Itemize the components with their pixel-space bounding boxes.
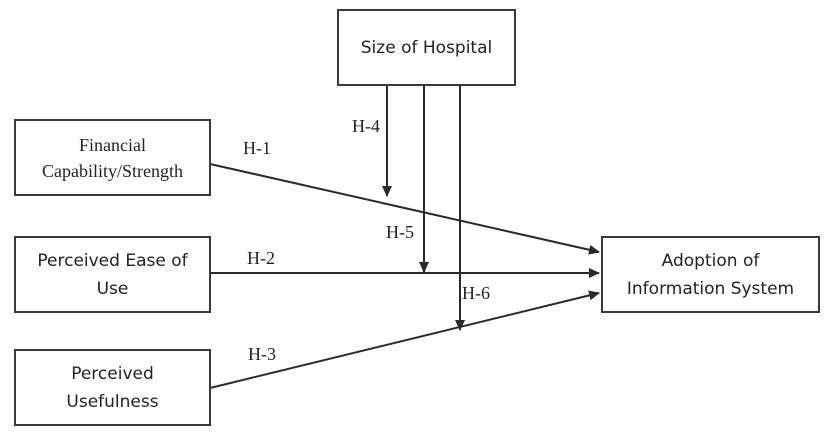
- size-of-hospital-box: Size of Hospital: [337, 9, 516, 86]
- perceived-ease-of-use-label-line2: Use: [96, 278, 129, 299]
- financial-capability-label-line2: Capability/Strength: [42, 160, 183, 181]
- adoption-label-line1: Adoption of: [661, 250, 760, 271]
- financial-capability-box: Financial Capability/Strength: [14, 119, 211, 196]
- h2-label: H-2: [247, 248, 275, 268]
- perceived-usefulness-box: Perceived Usefulness: [14, 349, 211, 426]
- h1-label: H-1: [243, 138, 271, 158]
- h4-label: H-4: [352, 116, 380, 136]
- perceived-usefulness-label-line1: Perceived: [71, 363, 154, 384]
- h3-label: H-3: [248, 344, 276, 364]
- size-of-hospital-label: Size of Hospital: [360, 37, 493, 58]
- financial-capability-label-line1: Financial: [79, 134, 146, 155]
- h1-arrow: [209, 163, 600, 255]
- adoption-label-line2: Information System: [626, 278, 795, 299]
- perceived-usefulness-label-line2: Usefulness: [66, 391, 159, 412]
- h5-label: H-5: [386, 222, 414, 242]
- perceived-ease-of-use-box: Perceived Ease of Use: [14, 236, 211, 313]
- h6-label: H-6: [462, 283, 490, 303]
- adoption-of-information-system-box: Adoption of Information System: [601, 236, 820, 313]
- perceived-ease-of-use-label-line1: Perceived Ease of: [37, 250, 188, 271]
- h3-arrow: [209, 290, 600, 389]
